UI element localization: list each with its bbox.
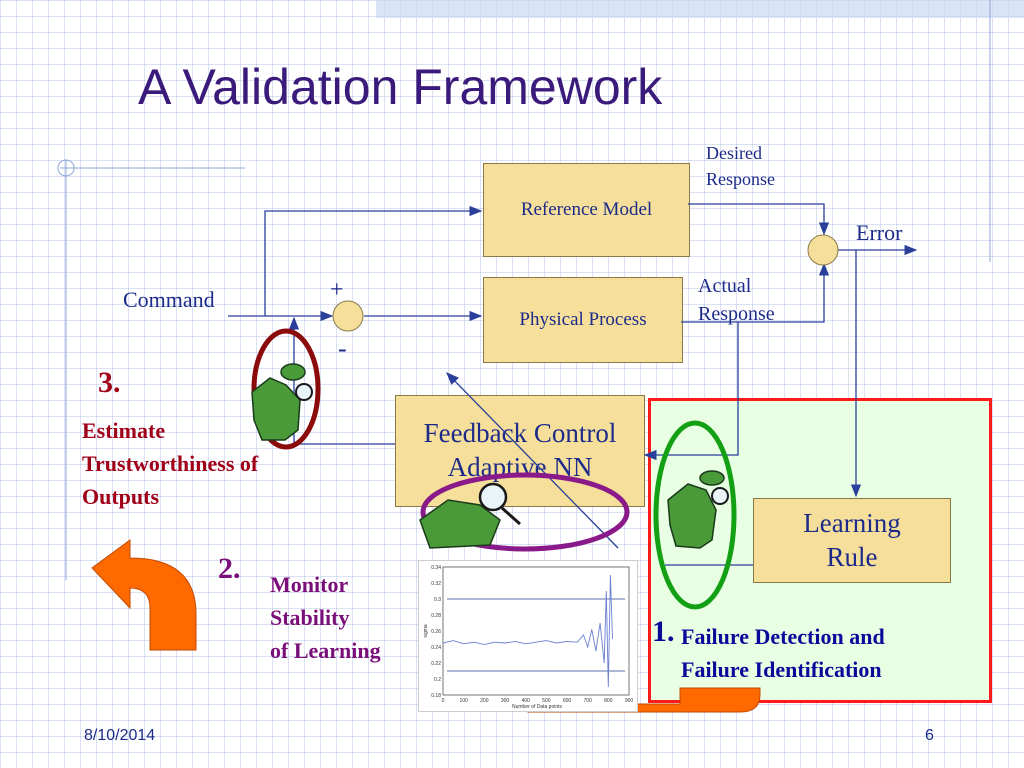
guide-circle [57,159,75,177]
detective-icon [251,363,313,441]
step3-line1: Estimate [82,418,166,443]
step2-line1: Monitor [270,572,349,597]
x-tick-label: 900 [625,698,634,704]
x-tick-label: 100 [459,698,468,704]
reference-model-label: Reference Model [520,199,653,220]
step1-text: Failure Detection and Failure Identifica… [681,620,885,686]
chart-frame [442,566,630,696]
error-sum-junction [807,234,839,266]
actual-label-1: Actual [698,275,752,297]
x-tick-label: 600 [563,698,572,704]
stability-chart: 0 100 200 300 400 500 600 700 800 900 0.18 0.2 0.22 0… [418,560,638,712]
x-tick-label: 0 [442,698,445,704]
y-tick-label: 0.24 [431,645,441,651]
y-tick-label: 0.22 [431,661,441,667]
chart-ylabel: sigma [423,624,429,638]
adaptation-arrow [446,372,619,549]
step2-text: Monitor Stability of Learning [270,568,381,667]
physical-process-box: Physical Process [483,277,683,363]
desired-response-label: Desired Response [706,140,775,192]
desired-line [688,203,830,236]
slide-title: A Validation Framework [138,59,663,115]
y-tick-label: 0.3 [434,597,441,603]
error-label: Error [856,220,903,245]
actual-label-2: Response [698,303,775,325]
step1-ellipse [653,420,737,610]
minus-sign: - [338,334,347,363]
x-tick-label: 200 [480,698,489,704]
y-tick-label: 0.18 [431,693,441,699]
step2-line2: Stability [270,605,350,630]
y-tick-label: 0.28 [431,613,441,619]
learning-rule-label-1: Learning [803,507,901,538]
sigma-series-line [442,574,613,688]
step2-ellipse [420,472,630,552]
step1-number: 1. [652,615,675,648]
step3-ellipse [251,328,321,450]
process-to-feedback [643,322,739,461]
step3-line2: Trustworthiness of [82,451,259,476]
step3-number: 3. [98,366,121,399]
reference-branch [264,205,483,316]
desired-label-2: Response [706,169,775,190]
command-label: Command [123,287,215,312]
slide-date: 8/10/2014 [84,727,156,744]
learning-rule-label-2: Rule [826,541,878,572]
magnifier-icon [478,482,508,512]
slide-page-number: 6 [925,727,934,744]
step3-text: Estimate Trustworthiness of Outputs [82,414,258,513]
learning-rule-box: Learning Rule [753,498,951,583]
desired-label-1: Desired [706,143,762,163]
physical-process-label: Physical Process [519,309,647,330]
detective-icon [667,470,729,549]
detective-icon [419,482,521,549]
plus-sign: + [330,277,344,303]
step2-line3: of Learning [270,638,381,663]
x-tick-label: 300 [501,698,510,704]
x-tick-label: 500 [542,698,551,704]
y-tick-label: 0.2 [434,677,441,683]
step1-line2: Failure Identification [681,657,882,682]
actual-line [681,262,830,323]
y-tick-label: 0.32 [431,581,441,587]
step3-line3: Outputs [82,484,160,509]
y-tick-label: 0.34 [431,565,441,571]
orange-return-arrow [91,539,197,651]
feedback-control-label: Feedback Control [423,418,617,449]
reference-model-box: Reference Model [483,163,690,257]
input-sum-junction [332,300,364,332]
actual-response-label: Actual Response [698,272,775,328]
chart-xlabel: Number of Data points [512,704,563,710]
step1-line1: Failure Detection and [681,624,885,649]
x-tick-label: 700 [583,698,592,704]
top-banner-strip [376,0,1024,18]
step2-number: 2. [218,552,241,585]
y-tick-label: 0.26 [431,629,441,635]
x-tick-label: 800 [604,698,613,704]
x-tick-label: 400 [521,698,530,704]
